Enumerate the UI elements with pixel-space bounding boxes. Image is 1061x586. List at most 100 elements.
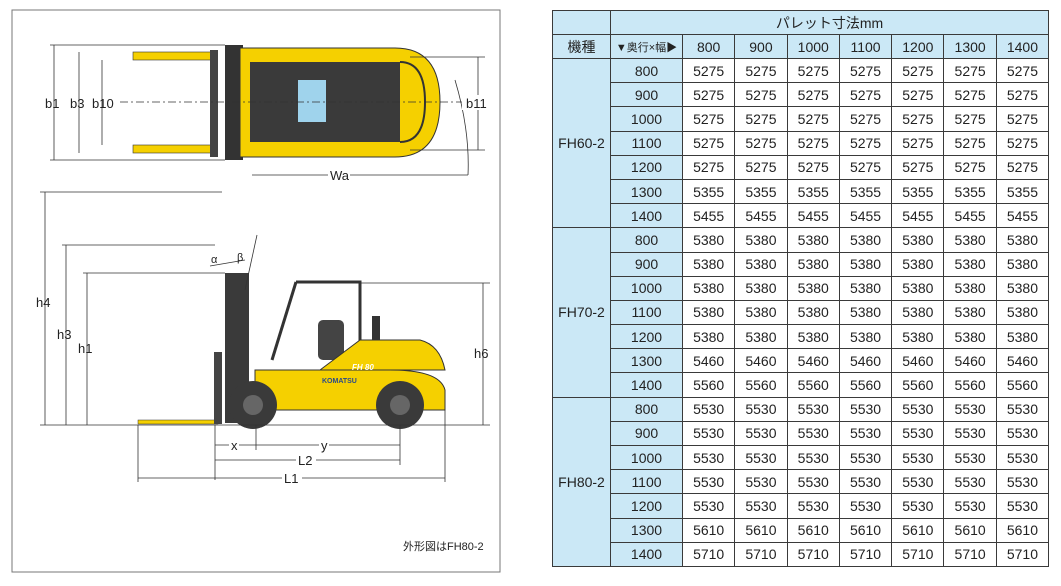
value-cell: 5380 <box>681 251 736 277</box>
value-cell: 5460 <box>734 348 788 374</box>
model-header: 機種 <box>552 34 611 59</box>
value-cell: 5275 <box>943 82 997 108</box>
depth-cell: 1300 <box>610 348 683 374</box>
value-cell: 5460 <box>891 348 945 374</box>
value-cell: 5530 <box>995 469 1050 495</box>
value-cell: 5275 <box>734 57 788 84</box>
depth-cell: 1200 <box>610 493 683 519</box>
width-header: 800 <box>681 34 736 59</box>
value-cell: 5275 <box>943 130 997 156</box>
value-cell: 5530 <box>943 420 997 447</box>
depth-cell: 800 <box>610 396 683 422</box>
value-cell: 5275 <box>786 82 840 108</box>
value-cell: 5530 <box>681 469 736 495</box>
value-cell: 5275 <box>995 57 1050 84</box>
value-cell: 5460 <box>681 348 736 374</box>
model-mark: FH 80 <box>352 363 374 372</box>
value-cell: 5380 <box>838 299 893 326</box>
value-cell: 5380 <box>995 227 1050 253</box>
depth-cell: 900 <box>610 420 683 447</box>
value-cell: 5530 <box>786 493 840 519</box>
value-cell: 5710 <box>681 541 736 567</box>
value-cell: 5530 <box>734 493 788 519</box>
value-cell: 5530 <box>891 444 945 471</box>
value-cell: 5530 <box>681 444 736 471</box>
top-dimension-lines <box>50 44 485 176</box>
value-cell: 5530 <box>786 444 840 471</box>
pallet-size-title: パレット寸法mm <box>609 10 1050 35</box>
value-cell: 5530 <box>786 396 840 422</box>
value-cell: 5610 <box>995 517 1050 543</box>
value-cell: 5530 <box>891 493 945 519</box>
value-cell: 5275 <box>734 154 788 180</box>
depth-cell: 1000 <box>610 275 683 301</box>
value-cell: 5380 <box>943 324 997 350</box>
value-cell: 5380 <box>891 324 945 350</box>
value-cell: 5560 <box>838 372 893 398</box>
value-cell: 5380 <box>786 299 840 326</box>
value-cell: 5380 <box>786 324 840 350</box>
value-cell: 5530 <box>681 396 736 422</box>
value-cell: 5275 <box>838 106 893 132</box>
depth-cell: 900 <box>610 82 683 108</box>
dim-label-h1: h1 <box>78 341 92 356</box>
value-cell: 5530 <box>943 444 997 471</box>
value-cell: 5380 <box>838 227 893 253</box>
value-cell: 5530 <box>995 420 1050 447</box>
value-cell: 5610 <box>681 517 736 543</box>
value-cell: 5530 <box>734 444 788 471</box>
value-cell: 5380 <box>734 275 788 301</box>
dim-label-l2: L2 <box>298 453 312 468</box>
value-cell: 5275 <box>891 106 945 132</box>
value-cell: 5275 <box>786 106 840 132</box>
value-cell: 5560 <box>786 372 840 398</box>
value-cell: 5380 <box>995 324 1050 350</box>
value-cell: 5380 <box>943 227 997 253</box>
value-cell: 5380 <box>838 275 893 301</box>
depth-cell: 800 <box>610 57 683 84</box>
value-cell: 5530 <box>995 493 1050 519</box>
depth-cell: 1400 <box>610 203 683 229</box>
value-cell: 5380 <box>891 227 945 253</box>
value-cell: 5530 <box>681 420 736 447</box>
value-cell: 5275 <box>838 130 893 156</box>
forklift-side-view: KOMATSU FH 80 <box>137 273 446 429</box>
dim-label-b1: b1 <box>45 96 59 111</box>
value-cell: 5275 <box>995 106 1050 132</box>
depth-cell: 1300 <box>610 517 683 543</box>
value-cell: 5380 <box>891 251 945 277</box>
value-cell: 5455 <box>943 203 997 229</box>
value-cell: 5710 <box>891 541 945 567</box>
depth-cell: 1100 <box>610 299 683 326</box>
value-cell: 5455 <box>681 203 736 229</box>
value-cell: 5380 <box>891 299 945 326</box>
value-cell: 5710 <box>943 541 997 567</box>
value-cell: 5710 <box>995 541 1050 567</box>
value-cell: 5380 <box>681 275 736 301</box>
value-cell: 5275 <box>838 57 893 84</box>
value-cell: 5530 <box>995 444 1050 471</box>
width-header: 1100 <box>838 34 893 59</box>
dim-label-l1: L1 <box>284 471 298 486</box>
width-header: 1200 <box>891 34 945 59</box>
value-cell: 5530 <box>838 420 893 447</box>
depth-cell: 1000 <box>610 444 683 471</box>
value-cell: 5355 <box>681 178 736 205</box>
value-cell: 5710 <box>734 541 788 567</box>
value-cell: 5380 <box>681 299 736 326</box>
value-cell: 5275 <box>995 130 1050 156</box>
value-cell: 5380 <box>891 275 945 301</box>
value-cell: 5380 <box>734 227 788 253</box>
value-cell: 5275 <box>786 130 840 156</box>
value-cell: 5380 <box>786 227 840 253</box>
value-cell: 5560 <box>734 372 788 398</box>
value-cell: 5275 <box>891 57 945 84</box>
